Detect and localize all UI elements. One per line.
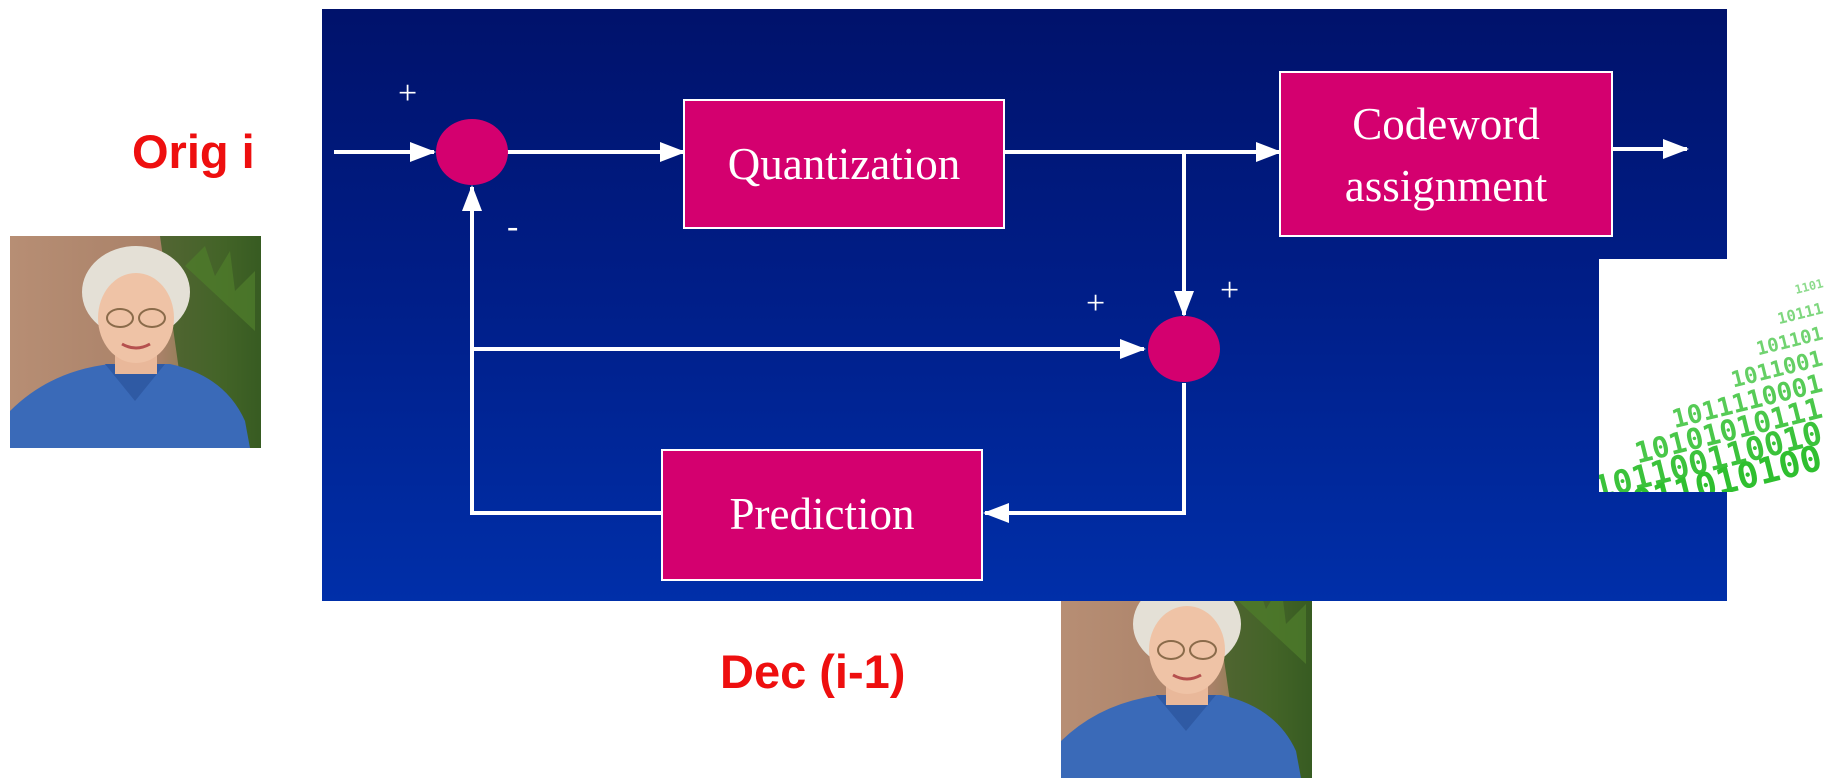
prediction-block <box>661 449 983 581</box>
codeword-label-line2: assignment <box>1345 161 1548 211</box>
summing-junction-2 <box>1148 316 1220 382</box>
sum2-left-plus-sign: + <box>1086 285 1105 322</box>
sum2-to-prediction-arrow <box>983 383 1186 523</box>
quantization-block <box>683 99 1005 229</box>
sum2-right-plus-sign: + <box>1220 272 1239 309</box>
orig-label: Orig i <box>132 125 255 178</box>
original-frame-image <box>10 236 261 448</box>
sum1-minus-sign: - <box>507 208 518 245</box>
sum1-plus-sign: + <box>398 75 417 112</box>
dpcm-block-diagram: Quantization Codeword assignment Predict… <box>322 9 1727 601</box>
binary-row: 1101 <box>1793 276 1824 297</box>
codeword-assignment-block <box>1279 71 1613 237</box>
prediction-feedback-arrow <box>462 185 662 515</box>
codeword-label-line1: Codeword <box>1352 99 1539 149</box>
quantization-label: Quantization <box>728 139 960 189</box>
dec-label: Dec (i-1) <box>720 645 906 698</box>
decoded-frame-image <box>1061 569 1312 778</box>
prediction-label: Prediction <box>730 489 915 539</box>
summing-junction-1 <box>436 119 508 185</box>
